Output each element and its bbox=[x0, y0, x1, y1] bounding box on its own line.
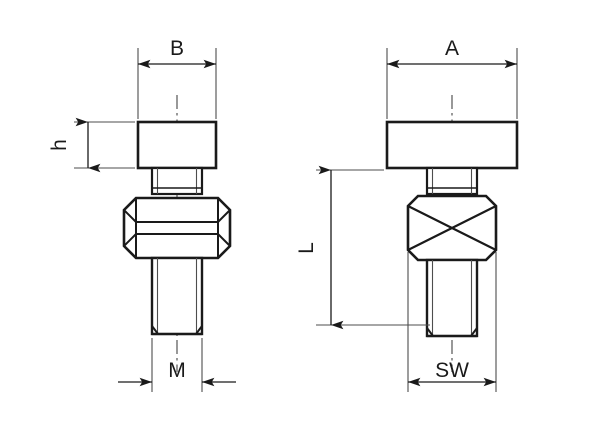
dim-B-label: B bbox=[170, 37, 184, 60]
dim-M-label: M bbox=[168, 359, 186, 382]
right-head-outline bbox=[385, 120, 519, 170]
left-nut-top-chamfer bbox=[123, 209, 231, 223]
right-thread-shank bbox=[425, 258, 479, 338]
dim-A-label: A bbox=[445, 37, 459, 60]
right-view-group: A L SW bbox=[295, 37, 519, 392]
left-view-group: B h M bbox=[48, 37, 236, 392]
left-thread-shank bbox=[150, 256, 204, 336]
left-shank-collar bbox=[150, 166, 204, 196]
right-shank-collar bbox=[425, 166, 479, 196]
left-head-outline bbox=[136, 120, 218, 170]
right-nut-bottom-chamfer-curve bbox=[407, 226, 497, 251]
left-nut-body bbox=[122, 196, 232, 260]
left-nut-bottom-chamfer bbox=[123, 233, 231, 247]
dim-L-label: L bbox=[295, 242, 318, 254]
dim-h-label: h bbox=[48, 139, 71, 151]
dim-SW-label: SW bbox=[435, 359, 469, 382]
